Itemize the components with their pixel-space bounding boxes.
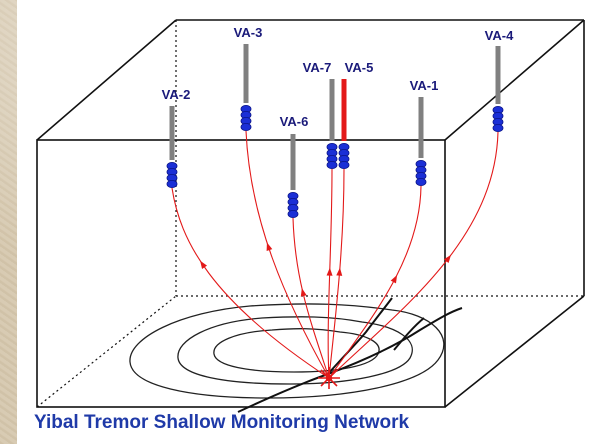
diagram-caption: Yibal Tremor Shallow Monitoring Network xyxy=(34,412,410,433)
ray-arrow-va-6 xyxy=(300,288,307,297)
sensor-bead xyxy=(338,160,350,169)
fault-line-branch xyxy=(327,297,393,375)
cube-bottom-left-depth-edge xyxy=(36,295,177,408)
station-va-3: VA-3 xyxy=(234,25,263,132)
tremor-source xyxy=(318,367,340,389)
contour-middle xyxy=(177,316,413,385)
sensor-bead xyxy=(326,160,338,169)
ray-arrow-va-5 xyxy=(336,267,343,276)
ray-va-5 xyxy=(328,168,345,379)
ray-arrow-va-1 xyxy=(390,274,398,284)
cube-box xyxy=(36,19,585,408)
station-va-7: VA-7 xyxy=(303,60,338,169)
cube-top-left-depth-edge xyxy=(36,19,177,141)
ray-va-1 xyxy=(328,185,422,379)
station-va-4: VA-4 xyxy=(485,28,514,133)
station-va-2: VA-2 xyxy=(162,87,191,188)
cube-front-face xyxy=(36,139,446,408)
ray-va-4 xyxy=(328,131,499,379)
station-label: VA-5 xyxy=(345,60,374,75)
fault-lines xyxy=(237,297,463,413)
ray-arrow-va-2 xyxy=(200,260,208,269)
station-label: VA-4 xyxy=(485,28,514,43)
station-label: VA-1 xyxy=(410,78,439,93)
fault-line-main xyxy=(237,307,463,413)
station-label: VA-2 xyxy=(162,87,191,102)
station-va-6: VA-6 xyxy=(280,114,309,218)
ray-arrow-va-4 xyxy=(443,254,452,263)
cube-bottom-right-depth-edge xyxy=(444,295,585,408)
station-label: VA-6 xyxy=(280,114,309,129)
contour-inner xyxy=(213,328,380,373)
ray-arrow-va-3 xyxy=(266,242,273,252)
ray-va-6 xyxy=(292,217,330,379)
fault-line-secondary xyxy=(393,317,425,351)
sensor-bead xyxy=(492,124,504,133)
cube-top-right-depth-edge xyxy=(444,19,585,141)
source-center xyxy=(325,374,333,382)
sensor-bead xyxy=(240,123,252,132)
stations: VA-2 VA-3VA-6 VA-7 VA-5VA-1 VA-4 xyxy=(162,25,514,218)
station-label: VA-3 xyxy=(234,25,263,40)
seismic-rays xyxy=(171,130,499,379)
contour-lines xyxy=(129,303,445,399)
sensor-bead xyxy=(415,177,427,186)
station-va-5: VA-5 xyxy=(338,60,374,169)
ray-va-3 xyxy=(245,130,330,379)
station-label: VA-7 xyxy=(303,60,332,75)
ray-arrow-va-7 xyxy=(326,267,333,276)
ray-va-2 xyxy=(171,187,330,379)
sensor-bead xyxy=(287,209,299,218)
station-va-1: VA-1 xyxy=(410,78,439,186)
ray-va-7 xyxy=(327,168,333,379)
sensor-bead xyxy=(166,179,178,188)
